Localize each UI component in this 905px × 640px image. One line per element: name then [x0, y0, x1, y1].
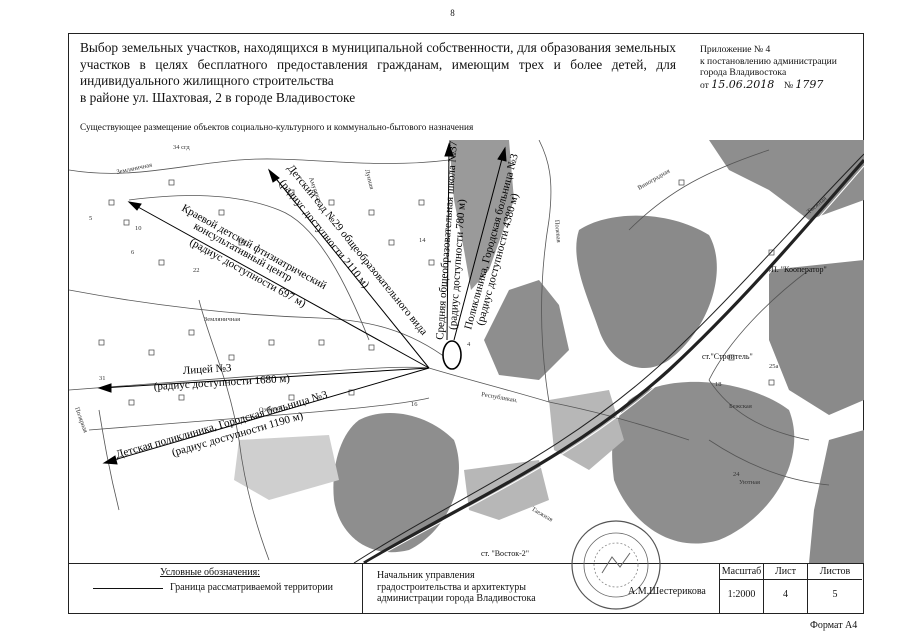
lot-number: 6 [131, 249, 135, 256]
title-block: Масштаб 1:2000 Лист 4 Листов 5 [68, 563, 864, 614]
lot-number: 5 [89, 215, 92, 222]
resolution-date: 15.06.2018 [711, 77, 775, 91]
label-lyceum-2: (радиус доступности 1680 м) [153, 373, 290, 393]
railway [353, 153, 864, 563]
chief-block: Начальник управления градостроительства … [377, 570, 577, 605]
legend-cell [68, 564, 363, 613]
signature-cell [363, 564, 720, 613]
street-label: Уютная [739, 479, 760, 486]
map: Детский сад №29 общеобразовательного вид… [69, 140, 864, 563]
arrowhead-kindergarten [267, 168, 280, 183]
street-label: Полярная [73, 406, 89, 433]
street-label: Лунная [363, 169, 375, 190]
sheets-value: 5 [832, 589, 838, 600]
street-label: Республикан. [481, 391, 519, 404]
street-label: Таежная [530, 506, 554, 524]
lot-number: 22 [193, 267, 200, 274]
boundary-line-symbol [93, 588, 163, 590]
arrow-polyclinic [453, 154, 504, 341]
title-main: Выбор земельных участков, находящихся в … [80, 40, 676, 89]
official-seal [571, 520, 661, 610]
place-labels: П. "Кооператор" ст."Строитель" ст. "Вост… [481, 265, 827, 558]
title-last-line: в районе ул. Шахтовая, 2 в городе Владив… [80, 89, 356, 105]
street-label: Полевая [553, 220, 562, 243]
from-label: от [700, 79, 709, 91]
number-label: № [783, 79, 794, 91]
scale-header: Масштаб [720, 564, 763, 580]
arrowhead-tb-center [127, 201, 142, 211]
radius-arrows [97, 142, 507, 465]
arrow-school [446, 149, 450, 341]
paper-format: Формат А4 [810, 620, 858, 631]
lot-number: 25а [769, 363, 779, 370]
appendix-block: Приложение № 4 к постановлению администр… [700, 44, 860, 91]
chief-line-2: градостроительства и архитектуры [377, 581, 526, 593]
sheet-cell: Лист 4 [764, 564, 808, 613]
lot-number: 16 [411, 401, 418, 408]
sheet-value: 4 [783, 589, 788, 600]
scale-value: 1:2000 [727, 589, 756, 600]
scale-cell: Масштаб 1:2000 [720, 564, 764, 613]
street-label: Виноградная [637, 168, 672, 192]
resolution-number: 1797 [795, 77, 824, 91]
lot-numbers: 34 сгд 5 10 6 22 14 4 31 16 18 25а 24 [89, 144, 779, 478]
street-label: Бежская [729, 403, 752, 410]
sheets-header: Листов [808, 564, 862, 580]
terrain-layer [234, 140, 864, 563]
street-label: Земляничная [204, 316, 240, 323]
arrowhead-school [444, 142, 454, 157]
chief-line-1: Начальник управления [377, 570, 475, 581]
lot-number: 4 [467, 341, 471, 348]
legend-item: Граница рассматриваемой территории [170, 582, 333, 593]
arrowhead-child-polyclinic [102, 455, 118, 465]
arrow-tb-center [128, 201, 430, 369]
place-stroitel: ст."Строитель" [702, 352, 753, 361]
appendix-line-1: Приложение № 4 [700, 44, 771, 55]
arrowhead-lyceum [97, 383, 112, 393]
place-kooperator: П. "Кооператор" [771, 265, 827, 274]
roads-layer [69, 140, 830, 561]
appendix-line-3: города Владивостока [700, 67, 787, 78]
page-number: 8 [450, 8, 455, 18]
lot-number: 31 [99, 375, 106, 382]
arrowhead-polyclinic [497, 146, 507, 162]
house-markers [98, 179, 775, 406]
document-title: Выбор земельных участков, находящихся в … [80, 40, 676, 106]
lot-number: 10 [135, 225, 142, 232]
lot-number: 14 [419, 237, 426, 244]
lot-number: 24 [733, 471, 740, 478]
place-vostok-2: ст. "Восток-2" [481, 549, 529, 558]
arrow-kindergarten [268, 169, 430, 369]
appendix-line-2: к постановлению администрации [700, 55, 837, 67]
signature-name: А.М.Шестерикова [628, 586, 706, 597]
lot-number: 34 сгд [173, 144, 190, 151]
label-lyceum-1: Лицей №3 [182, 362, 232, 377]
street-label: Земляничная [116, 162, 153, 176]
sheet-header: Лист [764, 564, 807, 580]
appendix-date-line: от 15.06.2018 № 1797 [700, 77, 860, 92]
chief-line-3: администрации города Владивостока [377, 593, 536, 604]
map-subtitle: Существующее размещение объектов социаль… [80, 123, 474, 133]
lot-number: 18 [715, 381, 722, 388]
arrow-child-polyclinic [106, 367, 430, 463]
arrow-lyceum [101, 367, 430, 389]
legend-title: Условные обозначения: [159, 567, 260, 578]
sheets-cell: Листов 5 [808, 564, 862, 613]
site-boundary [442, 340, 462, 370]
street-label: Озерная [258, 405, 281, 414]
